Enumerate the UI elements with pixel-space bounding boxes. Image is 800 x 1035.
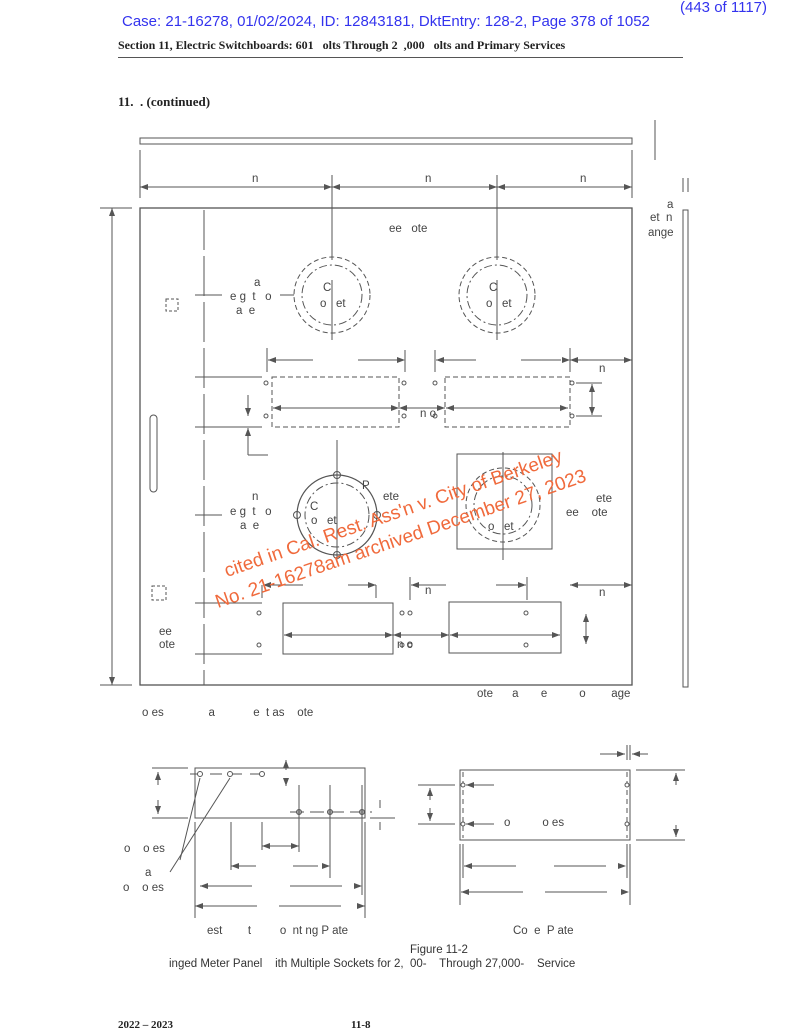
dim-label: n [599, 363, 606, 375]
socket-label-c: C [323, 282, 332, 294]
section-header: Section 11, Electric Switchboards: 601 o… [118, 38, 566, 52]
page-count-stamp: (443 of 1117) [680, 0, 768, 16]
dim-label: n [425, 585, 432, 597]
right-see-note: ee ote [566, 507, 608, 519]
socket-label-c: C [310, 501, 319, 513]
mounting-plate [194, 767, 366, 819]
left-label-egto: e g t o [230, 291, 272, 303]
side-flange [682, 209, 689, 688]
flange-label-a: a [667, 199, 674, 211]
right-label-ete: ete [596, 493, 612, 505]
see-note-1: ee [159, 626, 172, 638]
dim-label-no: n o [420, 408, 436, 420]
header-rule [118, 57, 683, 58]
mid-label-n: n [252, 491, 259, 503]
socket-label-c: C [489, 282, 498, 294]
case-stamp: Case: 21-16278, 01/02/2024, ID: 12843181… [122, 13, 650, 30]
footer-page-number: 11-8 [351, 1019, 371, 1031]
meter-label-p: P [362, 480, 370, 492]
socket-label: o et [488, 521, 514, 533]
flange-label-ange: ange [648, 227, 674, 239]
figure-caption: inged Meter Panel ith Multiple Sockets f… [169, 958, 576, 970]
dim-label: n [599, 587, 606, 599]
knockout-icon [151, 585, 167, 601]
left-label-ae: a e [240, 520, 260, 532]
subheading: 11. . (continued) [118, 94, 211, 109]
meter-panel [139, 207, 633, 686]
dim-label: n [425, 173, 432, 185]
socket-label: o et [311, 515, 337, 527]
left-label-egto: e g t o [230, 506, 272, 518]
knockout-icon [165, 298, 179, 312]
footer-years: 2022 – 2023 [118, 1019, 173, 1031]
panel-handle [149, 414, 158, 493]
dim-label: n [252, 173, 259, 185]
left-label-a: a [254, 277, 261, 289]
socket-label: o et [486, 298, 512, 310]
socket-label: o et [320, 298, 346, 310]
note-bottom-right: ote a e o age [477, 688, 631, 700]
meter-label-ete: ete [383, 491, 399, 503]
right-holes-label: o o es [504, 817, 565, 829]
left-label-ae: a e [236, 305, 256, 317]
cover-plate [459, 769, 631, 841]
holes-label-a: a [145, 867, 152, 879]
cover-plate-caption: Co e P ate [513, 925, 574, 937]
figure-number: Figure 11-2 [410, 944, 468, 956]
note-bottom-left: o es a e t as ote [142, 707, 314, 719]
flange-label-et-n: et n [650, 212, 673, 224]
see-note-2: ote [159, 639, 175, 651]
dim-label-no: n o [397, 639, 413, 651]
dim-label: n [580, 173, 587, 185]
top-strip [139, 137, 633, 145]
holes-label-1: o o es [124, 843, 165, 855]
see-note-label: ee ote [389, 223, 428, 235]
mounting-plate-caption: est t o nt ng P ate [207, 925, 349, 937]
holes-label-2: o o es [123, 882, 164, 894]
